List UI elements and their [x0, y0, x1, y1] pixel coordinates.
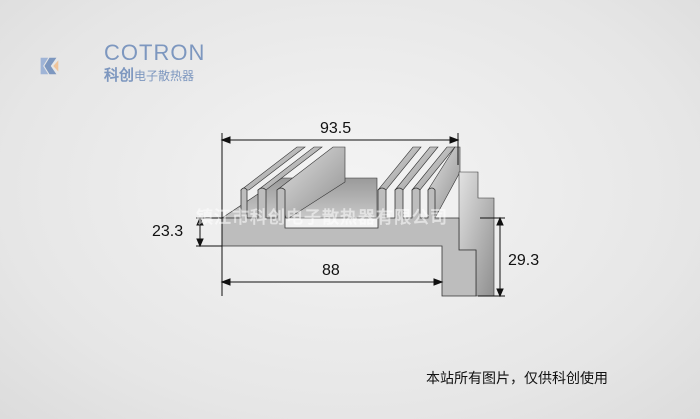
dim-base-width: 88	[322, 262, 340, 279]
dim-total-height: 29.3	[508, 252, 540, 269]
watermark-text: 镇江市科创电子散热器有限公司	[196, 208, 448, 228]
logo-tagline: 电子散热器	[134, 69, 195, 83]
logo-brand-en: COTRON	[104, 40, 206, 65]
dim-base-height: 23.3	[152, 223, 184, 240]
cotron-logo-mark	[40, 57, 59, 75]
dim-total-width: 93.5	[320, 120, 352, 137]
profile-front-face	[221, 187, 477, 297]
logo-brand-cn: 科创电子散热器	[104, 64, 194, 85]
logo-brand-cn-text: 科创	[104, 66, 135, 84]
usage-notice: 本站所有图片，仅供科创使用	[426, 371, 608, 387]
dimension-lines	[196, 133, 505, 298]
